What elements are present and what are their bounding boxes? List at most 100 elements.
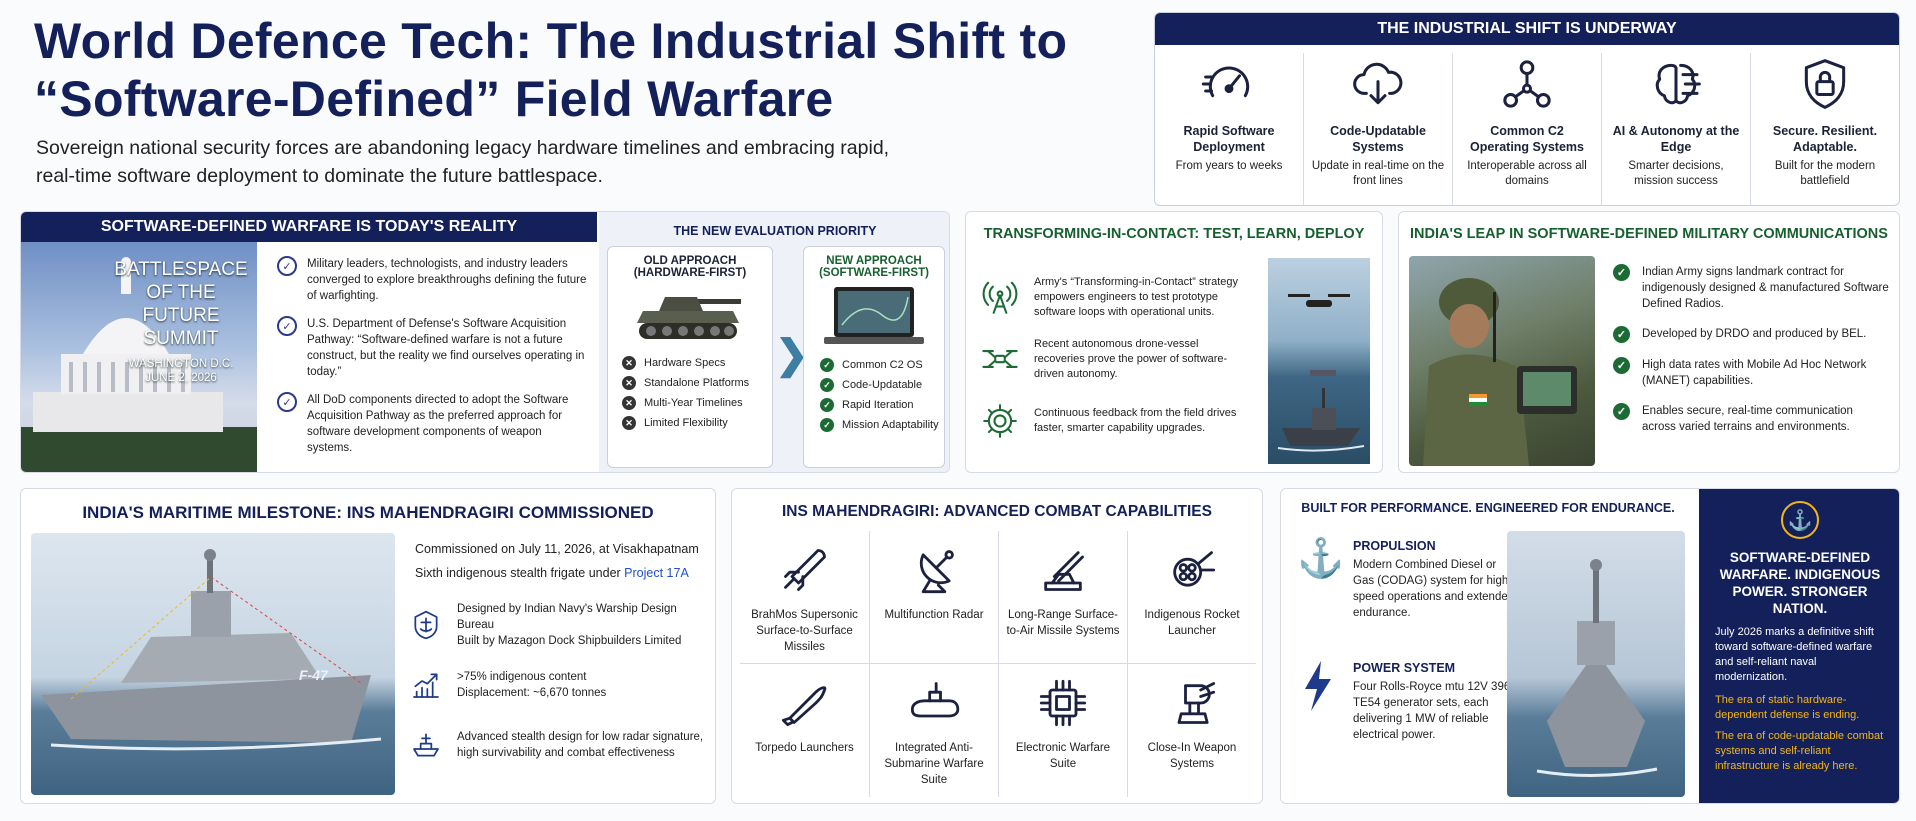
title-line-1: World Defence Tech: The Industrial Shift… [34,13,1068,69]
maritime-item-line: Designed by Indian Navy's Warship Design… [457,603,677,631]
approach-item-text: Multi-Year Timelines [644,397,743,409]
comms-point-text: Developed by DRDO and produced by BEL. [1642,328,1867,340]
project-17a-link[interactable]: Project 17A [624,566,689,580]
combat-panel: INS MAHENDRAGIRI: ADVANCED COMBAT CAPABI… [731,488,1263,804]
evaluation-section: THE NEW EVALUATION PRIORITY OLD APPROACH… [599,212,949,472]
new-approach-list: ✓Common C2 OS✓Code-Updatable✓Rapid Itera… [820,357,944,433]
reality-point: ✓ All DoD components directed to adopt t… [277,392,587,456]
propulsion-title: PROPULSION [1353,539,1436,553]
combat-capability-label: Close-In Weapon Systems [1147,742,1237,770]
emblem-icon [409,609,443,641]
approach-item: ✓Code-Updatable [820,377,944,393]
radar-icon [876,541,992,599]
cloud-download-icon [1310,53,1446,115]
new-approach-sub: (SOFTWARE-FIRST) [819,267,929,279]
combat-capability-label: Long-Range Surface-to-Air Missile System… [1006,609,1120,637]
approach-item-text: Standalone Platforms [644,377,750,389]
rocket-launcher-icon [1134,541,1250,599]
speed-gauge-icon [1161,53,1297,115]
page-title: World Defence Tech: The Industrial Shift… [34,12,1067,128]
contact-item-text: Continuous feedback from the field drive… [1034,407,1237,434]
power-title: POWER SYSTEM [1353,661,1456,675]
reality-point-text: Military leaders, technologists, and ind… [307,258,587,302]
contact-item-text: Recent autonomous drone-vessel recoverie… [1034,337,1228,380]
old-approach-list: ✕ Hardware Specs ✕ Standalone Platforms ✕ Mul… [622,355,772,431]
shift-item-desc: Update in real-time on the front lines [1311,160,1445,187]
approach-item-text: Limited Flexibility [644,417,728,429]
industrial-shift-title: THE INDUSTRIAL SHIFT IS UNDERWAY [1155,13,1899,45]
soldier-radio-icon [1423,278,1577,466]
reality-panel: SOFTWARE-DEFINED WARFARE IS TODAY'S REAL… [20,211,950,473]
project-prefix: Sixth indigenous stealth frigate under [415,566,625,580]
gear-icon [980,402,1020,440]
closing-emblem-icon: ⚓ [1781,501,1819,539]
contact-item: Recent autonomous drone-vessel recoverie… [980,328,1242,390]
combat-title: INS MAHENDRAGIRI: ADVANCED COMBAT CAPABI… [782,503,1212,520]
shift-item: Common C2 Operating Systems Interoperabl… [1452,53,1601,205]
maritime-item-line: Advanced stealth design for low radar si… [457,731,704,759]
reality-point: ✓ U.S. Department of Defense's Software … [277,316,587,380]
comms-point-text: High data rates with Mobile Ad Hoc Netwo… [1642,359,1867,387]
comms-point: ✓ High data rates with Mobile Ad Hoc Net… [1613,357,1889,389]
combat-capability-label: Indigenous Rocket Launcher [1144,609,1240,637]
chip-icon [1005,674,1121,732]
power-text: Four Rolls-Royce mtu 12V 396 TE54 genera… [1353,681,1511,741]
check-circle-icon: ✓ [820,418,834,432]
shift-item-title: Rapid Software Deployment [1183,124,1275,154]
combat-grid: BrahMos Supersonic Surface-to-Surface Mi… [740,531,1256,797]
capitol-image: BATTLESPACE OF THE FUTURE SUMMIT WASHING… [21,242,257,472]
commission-date: Commissioned on July 11, 2026, at Visakh… [415,542,699,556]
x-circle-icon: ✕ [622,416,636,430]
propulsion-text: Modern Combined Diesel or Gas (CODAG) sy… [1353,559,1515,619]
performance-title: BUILT FOR PERFORMANCE. ENGINEERED FOR EN… [1301,501,1675,515]
frigate-ship-icon [41,549,382,751]
ciws-icon [1134,674,1250,732]
combat-capability-label: BrahMos Supersonic Surface-to-Surface Mi… [751,609,858,653]
combat-capability: Torpedo Launchers [740,664,869,797]
event-title: BATTLESPACE OF THE FUTURE SUMMIT [114,259,248,349]
approach-item: ✕ Multi-Year Timelines [622,395,772,411]
reality-point: ✓ Military leaders, technologists, and i… [277,256,587,304]
frigate-bow-image [1507,531,1685,797]
combat-capability-label: Torpedo Launchers [755,742,854,754]
approach-item-text: Mission Adaptability [842,419,939,431]
combat-capability-label: Multifunction Radar [884,609,984,621]
shield-lock-icon [1757,53,1893,115]
contact-item: Continuous feedback from the field drive… [980,390,1242,452]
event-place: WASHINGTON D.C. [128,358,234,370]
old-approach-title: OLD APPROACH [643,255,737,267]
old-approach-sub: (HARDWARE-FIRST) [633,267,747,279]
shift-item-desc: From years to weeks [1175,160,1283,172]
performance-panel: BUILT FOR PERFORMANCE. ENGINEERED FOR EN… [1280,488,1900,804]
drone-vessel-icon [1277,294,1365,452]
india-comms-title: INDIA'S LEAP IN SOFTWARE-DEFINED MILITAR… [1410,226,1888,242]
check-circle-icon: ✓ [1613,403,1630,420]
india-comms-points: ✓ Indian Army signs landmark contract fo… [1613,264,1889,449]
ai-brain-icon [1608,53,1744,115]
approach-item-text: Hardware Specs [644,357,726,369]
approach-item-text: Rapid Iteration [842,399,914,411]
check-circle-icon: ✓ [277,316,297,336]
comms-point: ✓ Indian Army signs landmark contract fo… [1613,264,1889,312]
approach-item-text: Code-Updatable [842,379,923,391]
laptop-icon [824,287,924,344]
maritime-panel: INDIA'S MARITIME MILESTONE: INS MAHENDRA… [20,488,716,804]
reality-points: ✓ Military leaders, technologists, and i… [277,256,587,468]
x-circle-icon: ✕ [622,356,636,370]
shift-item: AI & Autonomy at the Edge Smarter decisi… [1601,53,1750,205]
reality-point-text: U.S. Department of Defense's Software Ac… [307,318,585,378]
capitol-building-icon [21,257,257,472]
maritime-title: INDIA'S MARITIME MILESTONE: INS MAHENDRA… [82,503,654,522]
shift-item-desc: Smarter decisions, mission success [1628,160,1724,187]
evaluation-title: THE NEW EVALUATION PRIORITY [673,224,877,238]
x-circle-icon: ✕ [622,396,636,410]
check-circle-icon: ✓ [820,398,834,412]
combat-capability: Close-In Weapon Systems [1127,664,1256,797]
combat-capability: Long-Range Surface-to-Air Missile System… [998,531,1127,664]
maritime-item-line: >75% indigenous content [457,671,587,683]
combat-capability: Integrated Anti-Submarine Warfare Suite [869,664,998,797]
old-approach-box: OLD APPROACH (HARDWARE-FIRST) ✕ Hardware … [607,246,773,468]
maritime-item-line: Displacement: ~6,670 tonnes [457,687,607,699]
shift-item-title: Secure. Resilient. Adaptable. [1772,124,1878,154]
